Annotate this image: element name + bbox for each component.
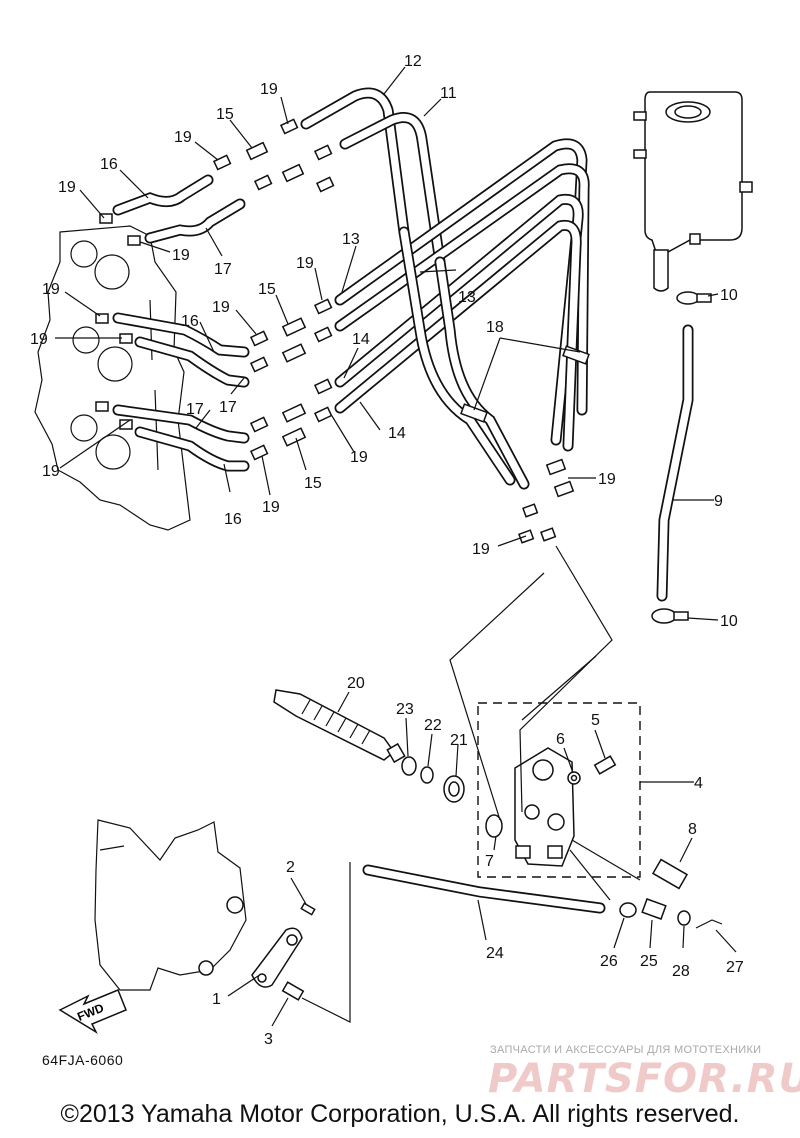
callout-13: 13: [458, 289, 476, 306]
nut-26: [619, 902, 637, 918]
callout-24: 24: [486, 945, 504, 962]
callout-28: 28: [672, 963, 690, 980]
callout-8: 8: [688, 821, 697, 838]
watermark-logo: PARTSFOR.RU: [488, 1056, 800, 1102]
callout-6: 6: [556, 731, 565, 748]
callout-15: 15: [304, 475, 322, 492]
hose-9: [656, 324, 694, 602]
callout-19: 19: [598, 471, 616, 488]
hose-11-lower: [398, 226, 530, 490]
callout-16: 16: [224, 511, 242, 528]
copyright-notice: ©2013 Yamaha Motor Corporation, U.S.A. A…: [60, 1100, 740, 1128]
callout-19: 19: [58, 179, 76, 196]
hose-11: [339, 112, 446, 268]
fwd-arrow: FWD: [58, 989, 127, 1035]
callout-19: 19: [42, 463, 60, 480]
callout-17: 17: [214, 261, 232, 278]
callout-16: 16: [100, 156, 118, 173]
callout-5: 5: [591, 712, 600, 729]
hose-13-lower: [334, 163, 590, 416]
watermark-tagline: ЗАПЧАСТИ И АКСЕССУАРЫ ДЛЯ МОТОТЕХНИКИ: [490, 1044, 762, 1056]
callout-12: 12: [404, 53, 422, 70]
hose-13-upper: [334, 138, 588, 386]
hose-12: [300, 87, 410, 238]
callout-11: 11: [440, 85, 457, 102]
callout-2: 2: [286, 859, 295, 876]
callout-4: 4: [694, 775, 703, 792]
callout-3: 3: [264, 1031, 273, 1048]
callout-7: 7: [485, 853, 494, 870]
hose-17-top: [144, 198, 246, 244]
callout-19: 19: [472, 541, 490, 558]
o-ring-22: [420, 766, 434, 784]
callout-15: 15: [216, 106, 234, 123]
callout-19: 19: [42, 281, 60, 298]
pin-2: [300, 902, 316, 916]
cable-24: [362, 864, 606, 914]
callout-19: 19: [350, 449, 368, 466]
drive-gear-shaft-20: [273, 689, 406, 764]
clip-27: [695, 919, 723, 929]
oil-seal-21: [443, 775, 465, 803]
hose-16-low: [134, 426, 250, 472]
callout-17: 17: [186, 401, 204, 418]
hose-14-lower: [334, 219, 582, 452]
callout-22: 22: [424, 717, 442, 734]
callout-21: 21: [450, 732, 468, 749]
callout-13: 13: [342, 231, 360, 248]
joint-25: [641, 898, 667, 920]
callout-26: 26: [600, 953, 618, 970]
callout-25: 25: [640, 953, 658, 970]
oil-tank: [633, 91, 753, 292]
callout-15: 15: [258, 281, 276, 298]
callout-17: 17: [219, 399, 237, 416]
washer-6: [567, 771, 581, 785]
callouts: 12 11 19 15 19 16 19 19 17 13 13 19 15 1…: [30, 53, 744, 1048]
lower-housing: [94, 819, 247, 991]
callout-19: 19: [262, 499, 280, 516]
callout-20: 20: [347, 675, 365, 692]
hose-16-mid: [112, 312, 250, 358]
washer-23: [401, 756, 417, 776]
oil-pump-assembly: [477, 702, 641, 878]
lever-1: [251, 927, 303, 988]
fitting-8: [651, 858, 689, 890]
callout-19: 19: [172, 247, 190, 264]
callout-10: 10: [720, 613, 738, 630]
callout-1: 1: [212, 991, 221, 1008]
callout-19: 19: [212, 299, 230, 316]
bolt-5: [593, 755, 617, 775]
callout-19: 19: [296, 255, 314, 272]
callout-23: 23: [396, 701, 414, 718]
callout-10: 10: [720, 287, 738, 304]
callout-19: 19: [174, 129, 192, 146]
callout-16: 16: [181, 313, 199, 330]
hose-17-mid: [134, 336, 250, 388]
diagram-code: 64FJA-6060: [42, 1052, 124, 1068]
clamp-10-top: [676, 291, 712, 305]
leader-lines: [55, 66, 737, 1027]
hose-14-upper: [334, 193, 584, 446]
callout-19: 19: [30, 331, 48, 348]
hose-17-low: [112, 404, 250, 444]
callout-14: 14: [352, 331, 370, 348]
joint-3: [281, 981, 305, 1001]
clamp-10-bottom: [651, 608, 689, 624]
callout-9: 9: [714, 493, 723, 510]
callout-14: 14: [388, 425, 406, 442]
callout-19: 19: [260, 81, 278, 98]
hose-16-top: [112, 174, 214, 216]
engine-block: [34, 225, 191, 531]
washer-28: [677, 910, 691, 926]
callout-18: 18: [486, 319, 504, 336]
callout-27: 27: [726, 959, 744, 976]
